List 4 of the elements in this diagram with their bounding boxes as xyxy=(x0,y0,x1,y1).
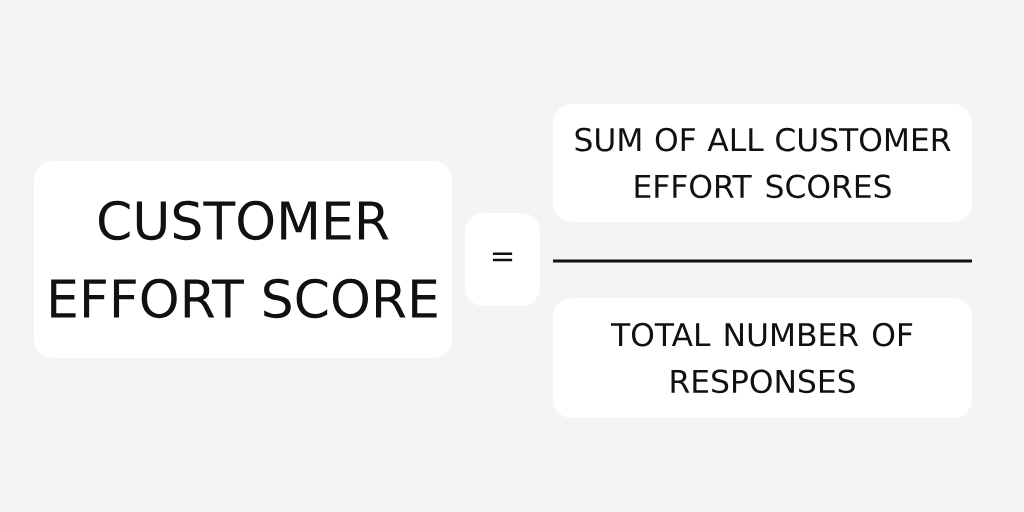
text-box: CUSTOMER EFFORT SCORE xyxy=(34,161,452,358)
text-box: SUM OF ALL CUSTOMER EFFORT SCORES xyxy=(553,104,972,222)
text-box: TOTAL NUMBER OF RESPONSES xyxy=(553,298,972,418)
operator-box: = xyxy=(465,213,540,306)
